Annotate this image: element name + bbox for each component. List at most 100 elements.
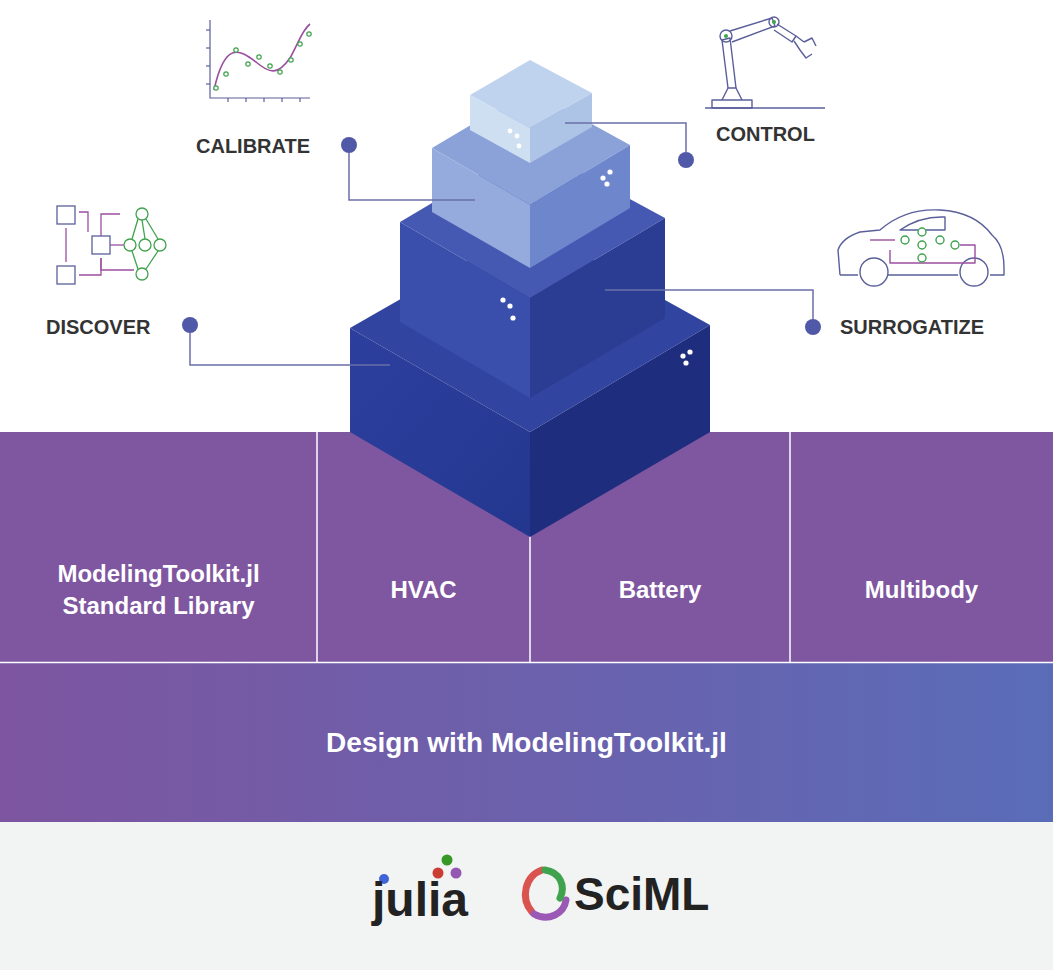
path-shape [214, 24, 310, 90]
leader-line [190, 123, 813, 365]
chart-icon [206, 20, 311, 102]
circle-shape [720, 30, 732, 42]
path-shape [870, 239, 895, 240]
circle-shape [724, 34, 728, 38]
circle-shape [805, 319, 821, 335]
path-shape [101, 214, 120, 236]
circle-shape [341, 137, 357, 153]
circle-shape [772, 20, 776, 24]
path-shape [545, 870, 562, 898]
circle-shape [507, 303, 512, 308]
path-shape [722, 88, 742, 100]
circle-shape [683, 360, 688, 365]
car-icon [838, 210, 1004, 286]
path-shape [730, 18, 775, 42]
callout-label: DISCOVER [46, 317, 150, 337]
line-shape [146, 251, 158, 269]
callout-label: CALIBRATE [196, 136, 310, 156]
box-label: ModelingToolkit.jl Standard Library [20, 558, 297, 623]
callout-label: SURROGATIZE [840, 317, 984, 337]
rect-shape [712, 100, 752, 108]
line-shape [146, 219, 158, 239]
circle-shape [918, 254, 926, 262]
path-shape [79, 212, 88, 232]
sciml-logo-mark [525, 870, 566, 917]
flow-icon [57, 206, 166, 284]
band-divider [0, 662, 1053, 664]
design-band: Design with ModelingToolkit.jl [0, 663, 1053, 822]
path-shape [774, 24, 796, 42]
line-shape [65, 228, 66, 262]
circle-shape [139, 239, 151, 251]
line-shape [263, 98, 264, 102]
g-shape [901, 228, 959, 262]
path-shape [534, 900, 566, 917]
line-shape [132, 219, 138, 239]
rect-shape [57, 266, 75, 284]
library-cell: HVAC [317, 432, 530, 662]
line-shape [299, 98, 300, 102]
rect-shape [92, 236, 110, 254]
circle-shape [442, 855, 453, 866]
circle-shape [951, 241, 959, 249]
cell-divider [789, 432, 791, 662]
polygon-shape [432, 148, 530, 268]
pyramid-tier [470, 60, 592, 163]
line-shape [132, 251, 138, 269]
robot-arm-icon [705, 17, 825, 108]
circle-shape [687, 349, 692, 354]
logo-ground [0, 822, 1053, 970]
circle-shape [500, 297, 505, 302]
circle-shape [607, 169, 612, 174]
line-shape [281, 98, 282, 102]
circle-shape [234, 48, 238, 52]
cell-divider [316, 432, 318, 662]
circle-shape [510, 315, 515, 320]
polyline-shape [210, 20, 310, 98]
line-shape [245, 98, 246, 102]
design-band [0, 663, 1053, 822]
path-shape [525, 870, 542, 912]
circle-shape [517, 144, 522, 149]
leader-dot [182, 137, 821, 335]
polyline-shape [349, 153, 475, 200]
circle-shape [936, 236, 944, 244]
g-shape [132, 219, 158, 269]
circle-shape [154, 239, 166, 251]
library-cell: ModelingToolkit.jl Standard Library [0, 432, 317, 662]
circle-shape [680, 353, 685, 358]
circle-shape [214, 86, 218, 90]
circle-shape [257, 55, 261, 59]
line-shape [206, 65, 210, 66]
polygon-shape [530, 145, 630, 268]
g-shape [214, 32, 311, 90]
circle-shape [508, 129, 513, 134]
circle-shape [604, 181, 609, 186]
path-shape [101, 258, 134, 270]
circle-shape [918, 241, 926, 249]
circle-shape [769, 17, 779, 27]
circle-shape [600, 175, 605, 180]
line-shape [206, 83, 210, 84]
circle-shape [918, 228, 926, 236]
circle-shape [678, 152, 694, 168]
julia-logo-text: julia [372, 876, 468, 924]
path-shape [722, 38, 736, 88]
path-shape [890, 245, 975, 263]
circle-shape [224, 72, 228, 76]
library-cell: Battery [530, 432, 790, 662]
circle-shape [307, 32, 311, 36]
box-label: HVAC [390, 574, 456, 606]
circle-shape [289, 58, 293, 62]
circle-shape [268, 64, 272, 68]
circle-shape [901, 236, 909, 244]
circle-shape [182, 317, 198, 333]
library-cell: Multibody [790, 432, 1053, 662]
g-shape [870, 240, 975, 263]
box-label: Battery [619, 574, 702, 606]
polygon-shape [470, 95, 530, 163]
path-shape [838, 210, 1004, 275]
polygon-shape [530, 93, 592, 163]
polyline-shape [190, 333, 390, 365]
rect-shape [57, 206, 75, 224]
